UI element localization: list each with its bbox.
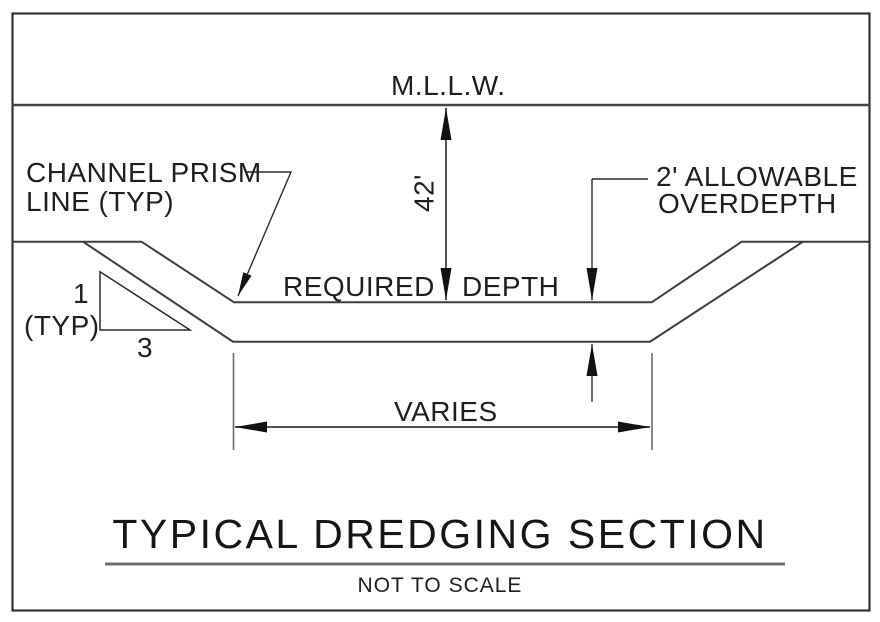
sheet-border xyxy=(11,12,871,612)
overdepth-label-line1: 2' ALLOWABLE xyxy=(656,161,858,192)
required-depth-label-word1: REQUIRED xyxy=(283,271,435,302)
slope-run-label: 3 xyxy=(137,332,154,363)
channel-prism-profile xyxy=(12,240,870,304)
overdepth-profile xyxy=(82,240,804,343)
required-depth-label-word2: DEPTH xyxy=(462,271,560,302)
slope-rise-label: 1 xyxy=(73,278,90,309)
channel-prism-label-line1: CHANNEL PRISM xyxy=(26,157,262,188)
slope-typ-label: (TYP) xyxy=(24,310,100,341)
channel-prism-label-line2: LINE (TYP) xyxy=(26,186,175,217)
overdepth-label-line2: OVERDEPTH xyxy=(658,188,837,219)
depth-dimension-label: 42' xyxy=(408,174,440,212)
waterline-label: M.L.L.W. xyxy=(391,70,506,101)
slope-triangle xyxy=(99,270,193,331)
channel-prism-leader xyxy=(237,171,293,297)
bottom-width-label: VARIES xyxy=(394,396,498,427)
drawing-title: TYPICAL DREDGING SECTION xyxy=(112,511,768,557)
drawing-subtitle: NOT TO SCALE xyxy=(357,574,523,597)
